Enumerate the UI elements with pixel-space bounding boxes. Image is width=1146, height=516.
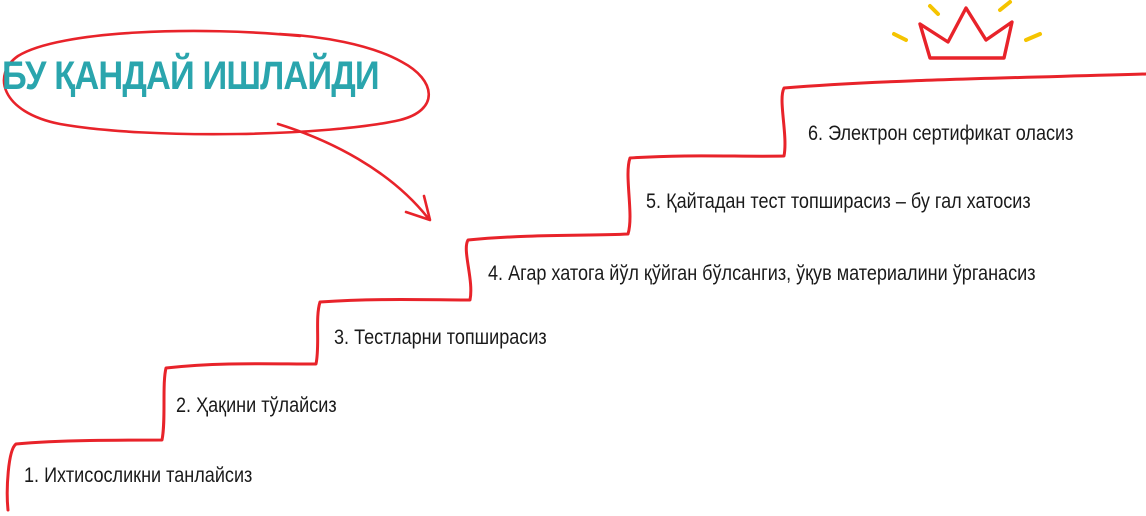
step-2-label: 2. Ҳақини тўлайсиз xyxy=(176,394,337,417)
curved-arrow-icon xyxy=(276,122,430,220)
step-1-label: 1. Ихтисосликни танлайсиз xyxy=(24,464,253,487)
step-3-label: 3. Тестларни топширасиз xyxy=(334,326,547,349)
step-4-label: 4. Агар хатога йўл қўйган бўлсангиз, ўқу… xyxy=(488,262,1036,285)
title-oval xyxy=(2,29,430,136)
step-6-label: 6. Электрон сертификат оласиз xyxy=(808,122,1074,145)
crown-icon xyxy=(918,6,1014,60)
staircase-line xyxy=(5,72,1146,512)
page-title: БУ ҚАНДАЙ ИШЛАЙДИ xyxy=(2,54,380,98)
arrow-head xyxy=(404,194,432,222)
sparkle-rays-icon xyxy=(892,0,1042,42)
step-5-label: 5. Қайтадан тест топширасиз – бу гал хат… xyxy=(646,190,1031,213)
